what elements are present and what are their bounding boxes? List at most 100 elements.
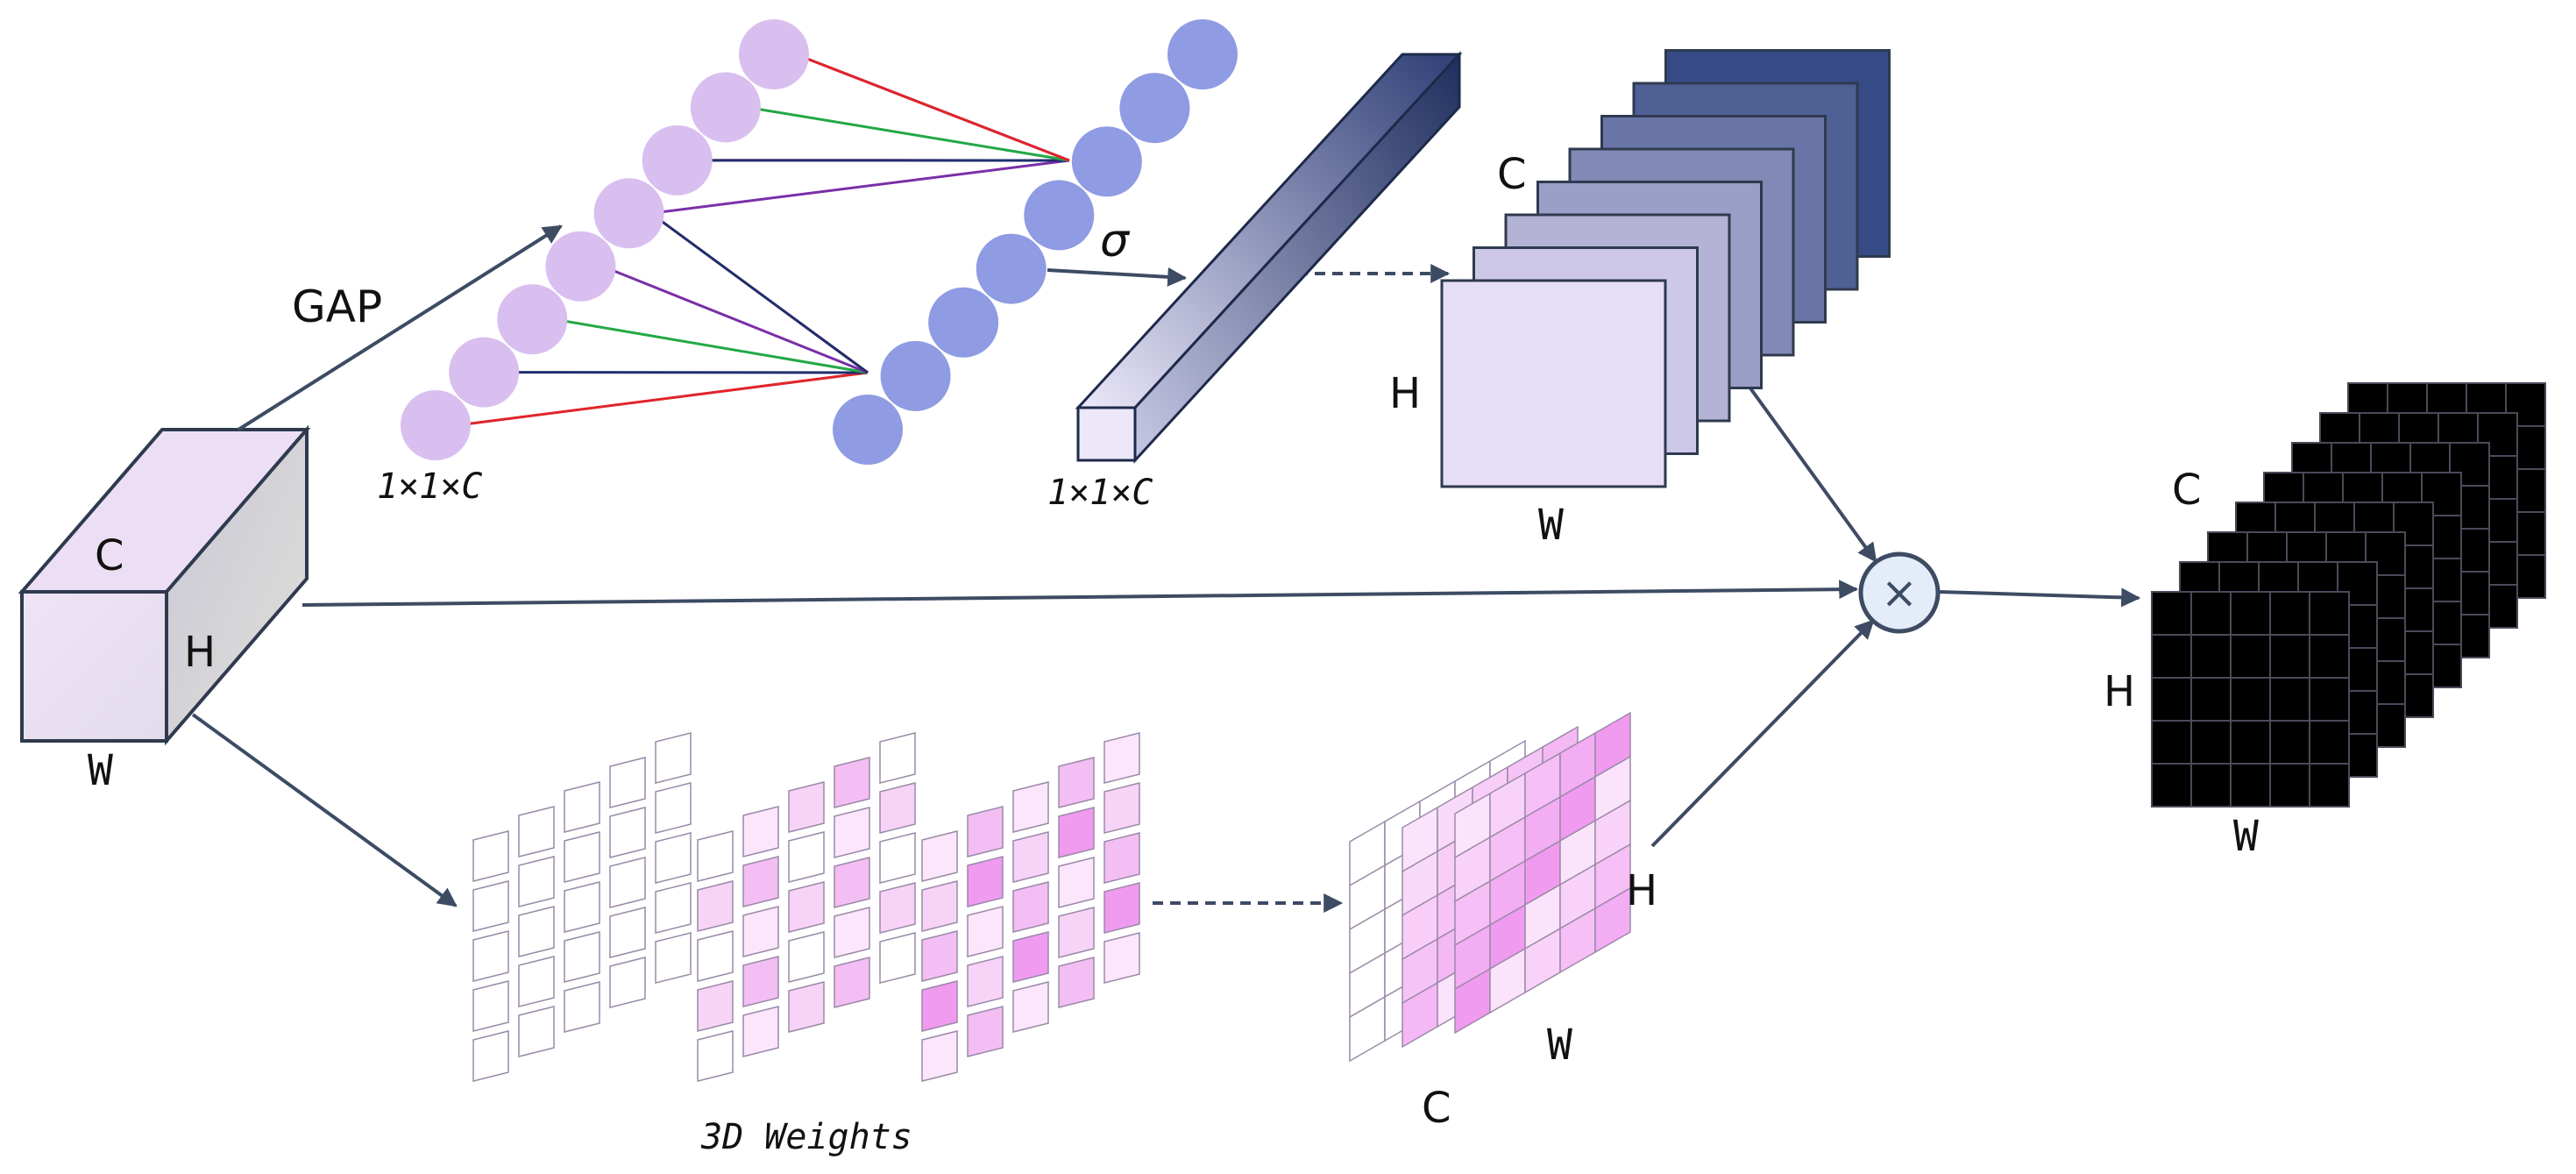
output-cell-0-4-2 (2230, 763, 2271, 808)
output-cell-0-2-4 (2309, 677, 2350, 722)
weight-cell-0-0-2 (472, 930, 509, 982)
spatial-to-multiply-arrow (1650, 619, 1875, 848)
output-cell-0-1-4 (2309, 634, 2350, 679)
weight-cell-1-1-4 (742, 1006, 779, 1057)
weight-cell-1-2-0 (788, 781, 825, 833)
output-h-label: H (2104, 667, 2135, 716)
weight-cell-2-1-3 (967, 956, 1004, 1007)
weight-cell-0-2-4 (564, 981, 600, 1033)
weight-cell-2-3-0 (1058, 757, 1095, 808)
output-cell-0-2-3 (2269, 677, 2310, 722)
spatial-c-label: C (1422, 1084, 1451, 1133)
fc-left-node-7 (739, 19, 809, 89)
weight-cell-0-1-3 (518, 956, 555, 1007)
gap-label: GAP (292, 281, 382, 332)
fc-connection-3 (601, 265, 869, 374)
weight-cell-2-3-2 (1058, 857, 1095, 908)
weight-cell-2-0-4 (921, 1030, 958, 1082)
fc-right-node-1 (880, 340, 951, 411)
weight-cell-2-4-1 (1103, 782, 1140, 834)
output-cell-0-4-1 (2190, 763, 2232, 808)
input-w-label: W (88, 746, 113, 795)
weight-cell-2-2-0 (1012, 781, 1049, 833)
input-feature-cube (18, 424, 311, 746)
weight-cell-1-0-0 (697, 830, 734, 882)
skip-arrow (302, 580, 1859, 607)
weight-cell-0-3-1 (609, 807, 646, 858)
weight-cell-2-0-0 (921, 830, 958, 882)
weight-cell-2-3-1 (1058, 807, 1095, 858)
fc-left-nodes (401, 19, 809, 460)
fc-left-node-5 (642, 125, 713, 196)
fc-right-node-3 (976, 233, 1047, 304)
fc-connection-0 (457, 371, 869, 427)
weight-cell-1-0-4 (697, 1030, 734, 1082)
input-h-label: H (184, 628, 216, 677)
fc-left-node-4 (593, 178, 664, 249)
weight-cell-1-3-0 (834, 757, 870, 808)
weight-cell-2-4-3 (1103, 882, 1140, 934)
fc-left-node-3 (545, 231, 616, 302)
fc-connection-10 (795, 53, 1070, 162)
weight-cell-0-4-1 (655, 782, 692, 834)
weight-cell-1-4-1 (879, 782, 916, 834)
weight-cell-1-1-0 (742, 806, 779, 857)
weight-cell-0-1-4 (518, 1006, 555, 1057)
flow-arrows (191, 224, 2141, 913)
output-cell-0-0-0 (2151, 591, 2192, 636)
weight-cell-2-3-3 (1058, 907, 1095, 958)
output-w-label: W (2233, 812, 2259, 861)
weight-cell-1-3-4 (834, 957, 870, 1008)
fc-right-node-0 (833, 395, 903, 465)
weights-3d-label: 3D Weights (700, 1117, 912, 1157)
weight-cell-2-2-1 (1012, 831, 1049, 883)
weight-cell-2-4-0 (1103, 732, 1140, 784)
weight-cell-1-1-1 (742, 856, 779, 907)
channel-w-label: W (1538, 501, 1564, 550)
weight-cell-2-3-4 (1058, 957, 1095, 1008)
fc-right-node-4 (1024, 180, 1095, 251)
weight-cell-1-4-3 (879, 882, 916, 934)
weight-cell-1-3-2 (834, 857, 870, 908)
weight-cell-0-4-3 (655, 882, 692, 934)
weight-cell-2-4-2 (1103, 832, 1140, 884)
weight-cell-1-2-4 (788, 981, 825, 1033)
weight-cell-0-2-0 (564, 781, 600, 833)
gap-arrow (237, 224, 563, 431)
output-cell-0-3-1 (2190, 720, 2232, 765)
weight-cell-0-4-4 (655, 932, 692, 984)
output-cell-0-4-3 (2269, 763, 2310, 808)
weight-cell-0-0-0 (472, 830, 509, 882)
weight-cell-2-0-3 (921, 980, 958, 1032)
weight-cell-1-2-1 (788, 831, 825, 883)
weight-cell-1-4-0 (879, 732, 916, 784)
weight-cell-0-0-4 (472, 1030, 509, 1082)
output-c-label: C (2172, 466, 2202, 515)
weight-cell-1-4-2 (879, 832, 916, 884)
weight-cell-0-4-2 (655, 832, 692, 884)
weight-cell-2-0-1 (921, 880, 958, 932)
fc-left-node-6 (690, 72, 761, 143)
weight-cell-2-4-4 (1103, 932, 1140, 984)
channel-to-multiply-arrow (1747, 384, 1877, 563)
weight-cell-2-0-2 (921, 930, 958, 982)
spatial-cell-2-4-4 (1594, 886, 1631, 954)
weight-cell-0-0-3 (472, 980, 509, 1032)
channel-plane-0 (1440, 279, 1667, 488)
fc-left-node-0 (401, 390, 471, 460)
weight-cell-0-1-1 (518, 856, 555, 907)
weight-cell-0-3-0 (609, 757, 646, 808)
weight-cell-0-3-2 (609, 857, 646, 908)
output-cell-0-2-2 (2230, 677, 2271, 722)
weight-cell-2-1-2 (967, 906, 1004, 957)
weight-cell-0-2-2 (564, 881, 600, 933)
weight-cell-1-3-3 (834, 907, 870, 958)
fc-right-node-2 (928, 287, 999, 358)
fc-right-node-6 (1119, 73, 1190, 144)
weight-cell-2-2-3 (1012, 931, 1049, 983)
fc-connection-2 (554, 317, 869, 374)
multiply-to-output-arrow (1938, 587, 2141, 608)
weight-cell-0-1-0 (518, 806, 555, 857)
weight-cell-1-2-2 (788, 881, 825, 933)
weight-cell-0-0-1 (472, 880, 509, 932)
